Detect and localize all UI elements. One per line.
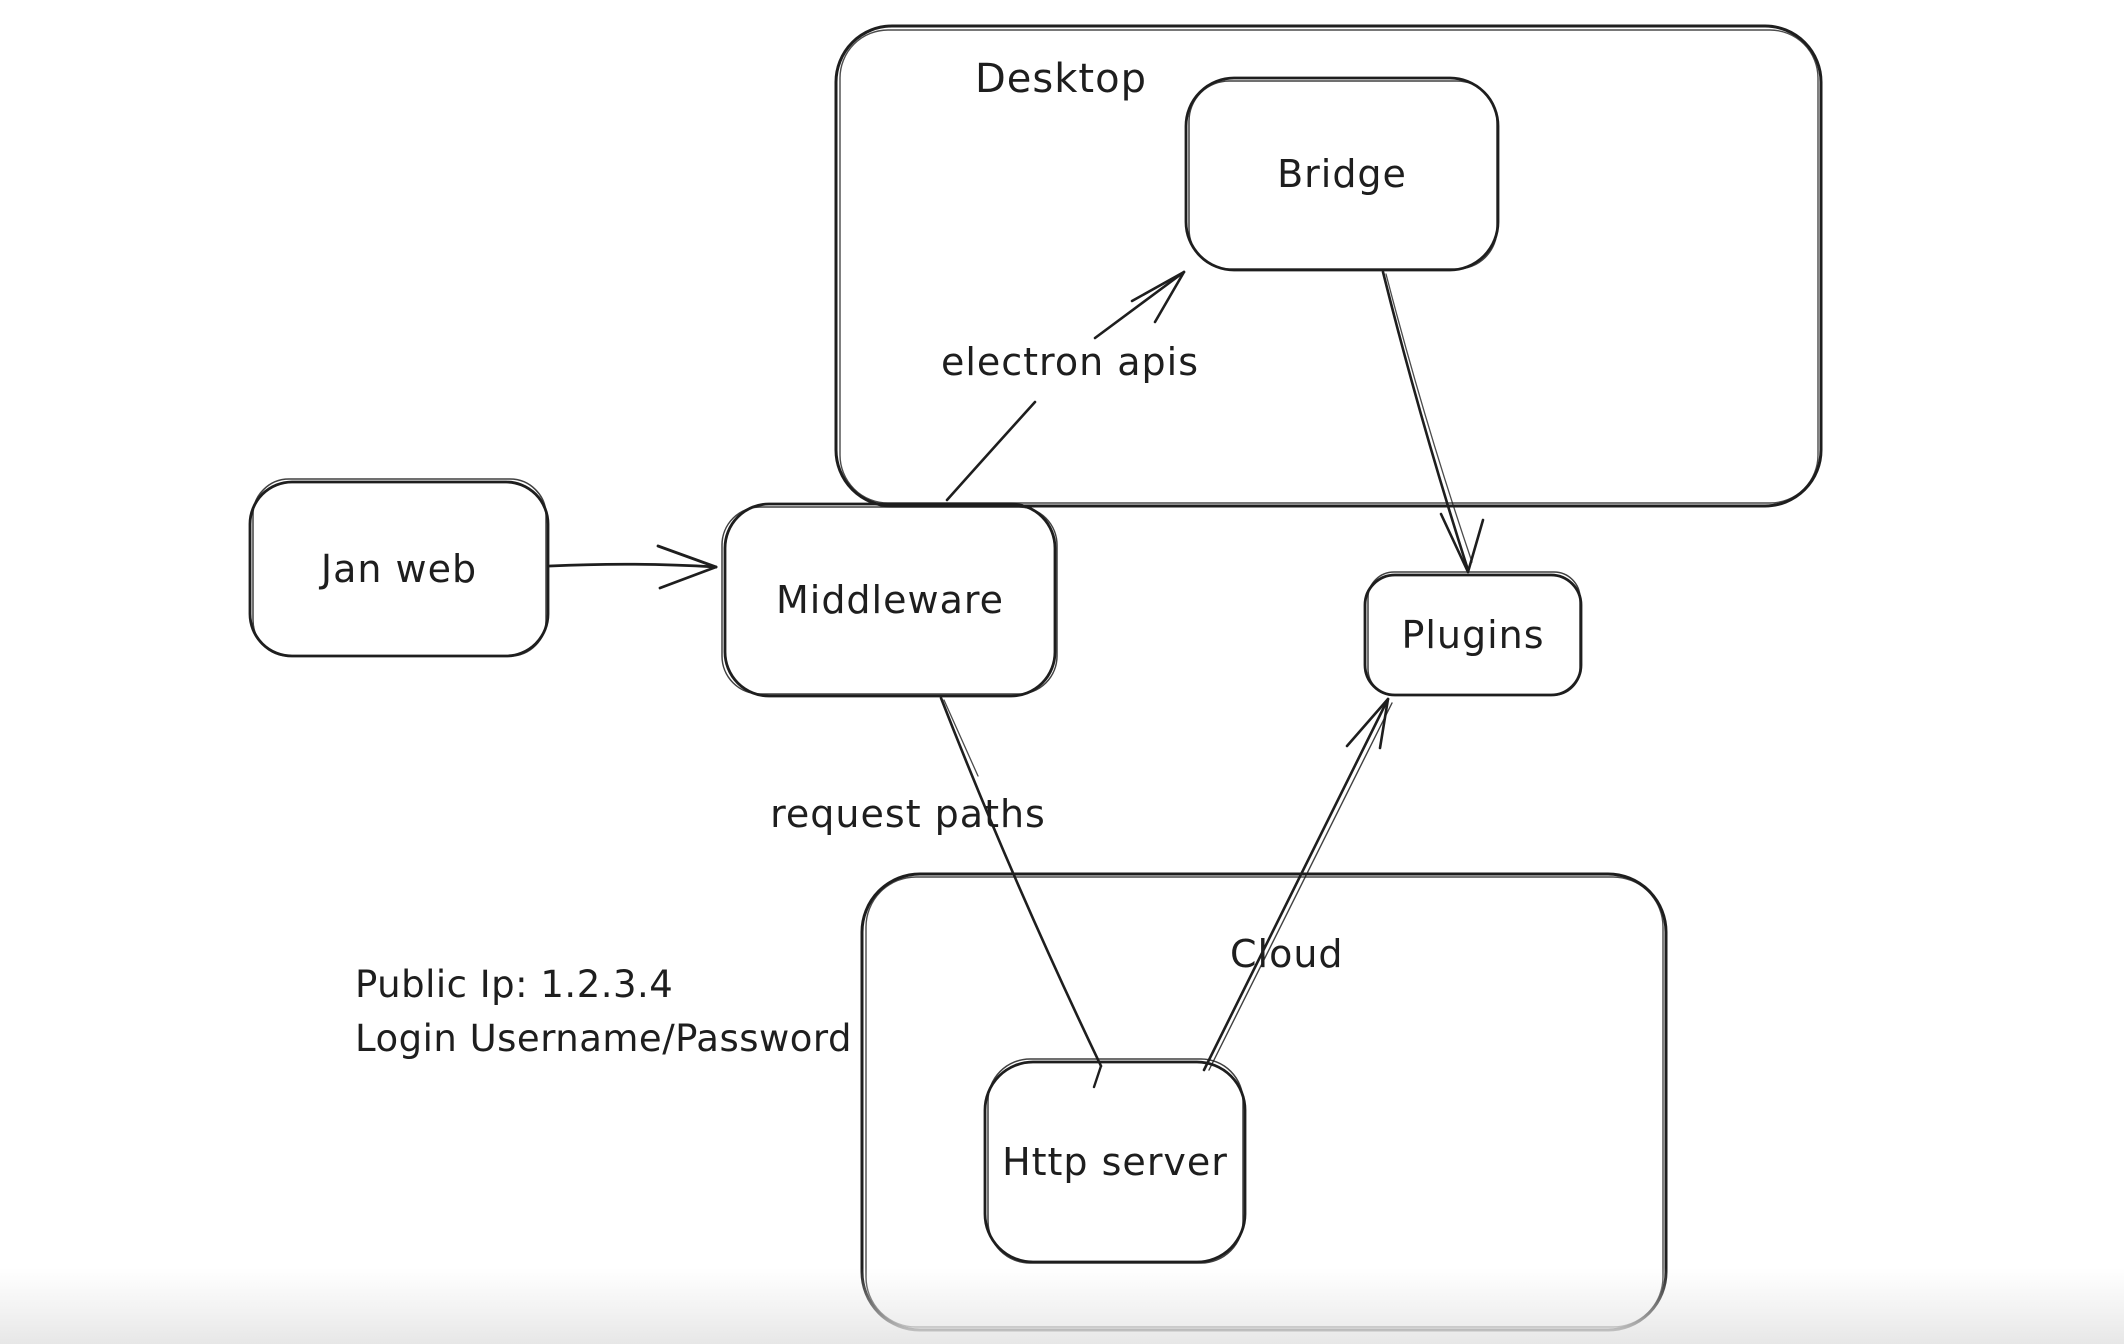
annotation-text[interactable]: Public Ip: 1.2.3.4 Login Username/Passwo… [355,958,852,1066]
node-label-plugins[interactable]: Plugins [1401,613,1545,657]
arrow-line [1093,270,1186,340]
annotation-line-login: Login Username/Password [355,1017,852,1060]
arrow-line [1385,273,1473,563]
node-plugins-shape[interactable] [1363,571,1583,697]
node-bridge-shape[interactable] [1184,76,1500,272]
node-jan-web-shape[interactable] [248,478,550,658]
node-label-http-server[interactable]: Http server [1002,1140,1228,1184]
sketch-stroke [252,478,547,657]
container-desktop-shape[interactable] [834,24,1823,508]
sketch-stroke [723,502,1057,698]
arrow-line [945,400,1037,502]
sketch-stroke [834,24,1823,508]
sketch-stroke [983,1060,1247,1264]
edge-jan-web-to-middleware[interactable] [548,544,718,590]
sketch-stroke [839,29,1819,504]
edge-label-electron-apis[interactable]: electron apis [940,340,1200,384]
container-label-desktop[interactable]: Desktop [975,56,1147,102]
annotation-line-public-ip: Public Ip: 1.2.3.4 [355,963,674,1006]
node-http-server-shape[interactable] [983,1058,1247,1264]
sketch-stroke [987,1058,1244,1264]
node-middleware-shape[interactable] [721,502,1058,698]
container-label-cloud[interactable]: Cloud [1230,932,1344,976]
sketch-stroke [1184,76,1500,272]
sketch-stroke [1188,80,1498,270]
node-label-bridge[interactable]: Bridge [1277,152,1407,196]
arrow-line [548,562,718,569]
node-label-middleware[interactable]: Middleware [775,578,1005,622]
edge-bridge-to-plugins[interactable] [1381,270,1485,574]
arrow-head [656,544,718,590]
node-label-jan-web[interactable]: Jan web [320,547,478,591]
arrow-head [1130,270,1186,324]
arrow-line [1381,270,1470,572]
edge-label-request-paths[interactable]: request paths [770,792,1046,836]
sketch-stroke [1367,571,1581,696]
arrow-head [1439,512,1485,574]
edge-middleware-to-bridge[interactable] [945,270,1186,502]
